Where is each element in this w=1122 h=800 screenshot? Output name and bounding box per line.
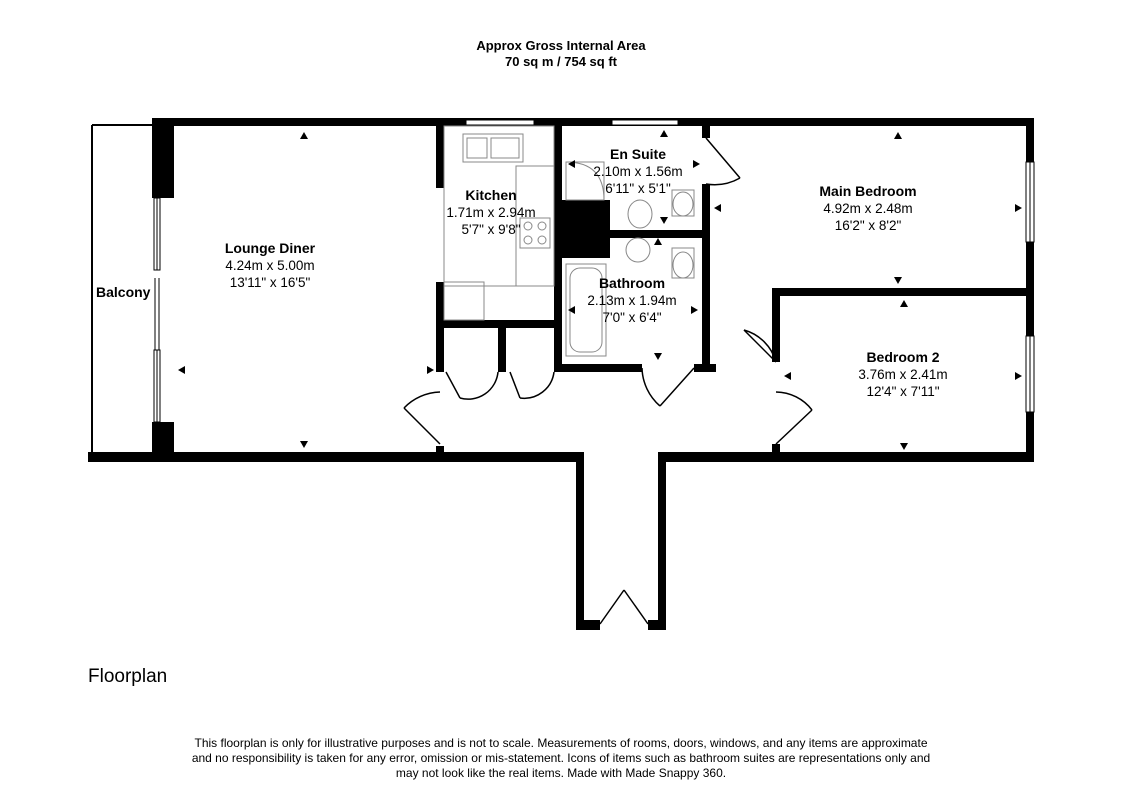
balcony-door — [154, 278, 160, 350]
room-metric: 2.13m x 1.94m — [587, 293, 676, 308]
room-name: Lounge Diner — [225, 240, 316, 256]
room-imperial: 5'7" x 9'8" — [461, 222, 520, 237]
disclaimer-line: This floorplan is only for illustrative … — [194, 736, 928, 750]
room-name: Kitchen — [465, 187, 516, 203]
room-name: Balcony — [96, 284, 151, 300]
room-kitchen: Kitchen 1.71m x 2.94m 5'7" x 9'8" — [446, 187, 535, 237]
room-name: Bedroom 2 — [866, 349, 939, 365]
area-header: Approx Gross Internal Area 70 sq m / 754… — [361, 38, 761, 70]
area-header-title: Approx Gross Internal Area — [476, 38, 646, 53]
room-balcony: Balcony — [96, 284, 151, 300]
balcony-outline — [91, 124, 152, 452]
room-bathroom: Bathroom 2.13m x 1.94m 7'0" x 6'4" — [587, 275, 676, 325]
room-imperial: 6'11" x 5'1" — [605, 181, 671, 196]
disclaimer-line: may not look like the real items. Made w… — [395, 766, 727, 780]
room-imperial: 7'0" x 6'4" — [602, 310, 661, 325]
room-metric: 4.92m x 2.48m — [823, 201, 912, 216]
measurement-arrows — [178, 130, 1022, 450]
room-imperial: 13'11" x 16'5" — [230, 275, 311, 290]
area-header-size: 70 sq m / 754 sq ft — [505, 54, 617, 69]
floorplan-caption: Floorplan — [88, 666, 168, 687]
doors — [403, 137, 813, 625]
room-bedroom-2: Bedroom 2 3.76m x 2.41m 12'4" x 7'11" — [858, 349, 947, 399]
room-metric: 4.24m x 5.00m — [225, 258, 314, 273]
room-name: Main Bedroom — [819, 183, 916, 199]
room-metric: 3.76m x 2.41m — [858, 367, 947, 382]
room-en-suite: En Suite 2.10m x 1.56m 6'11" x 5'1" — [593, 146, 682, 196]
disclaimer: This floorplan is only for illustrative … — [160, 736, 962, 781]
room-imperial: 16'2" x 8'2" — [835, 218, 902, 233]
room-metric: 1.71m x 2.94m — [446, 205, 535, 220]
disclaimer-line: and no responsibility is taken for any e… — [191, 751, 931, 765]
room-main-bedroom: Main Bedroom 4.92m x 2.48m 16'2" x 8'2" — [819, 183, 916, 233]
room-imperial: 12'4" x 7'11" — [866, 384, 939, 399]
kitchen-fixtures — [443, 125, 555, 321]
room-name: En Suite — [610, 146, 666, 162]
room-name: Bathroom — [599, 275, 665, 291]
room-lounge-diner: Lounge Diner 4.24m x 5.00m 13'11" x 16'5… — [225, 240, 316, 290]
room-metric: 2.10m x 1.56m — [593, 164, 682, 179]
walls — [88, 118, 1034, 630]
